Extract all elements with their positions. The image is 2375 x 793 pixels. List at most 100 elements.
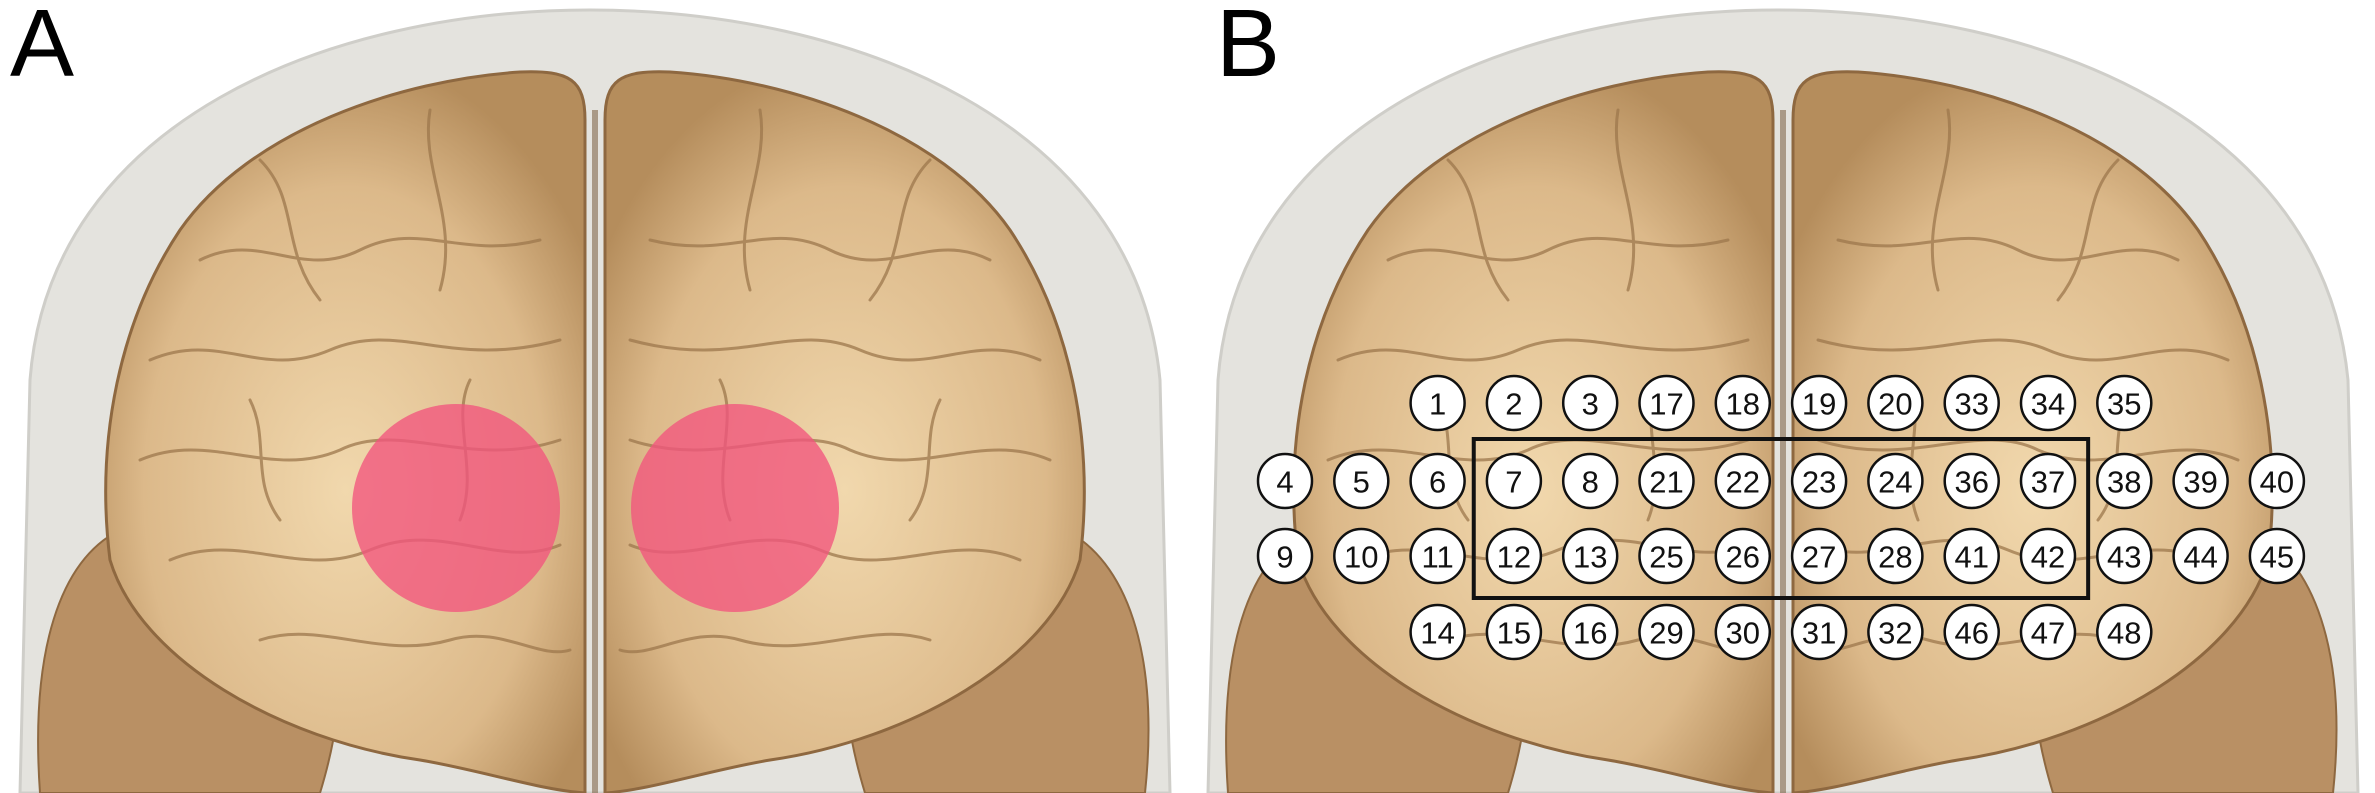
channel-marker: [1409, 527, 1466, 585]
brain-illustration-a: [18, 8, 1172, 793]
channel-marker: [2096, 603, 2153, 661]
channel-marker: [1256, 452, 1314, 510]
channel-26: 26: [1714, 527, 1772, 585]
channel-number: 11: [1422, 540, 1454, 575]
channel-number: 43: [2107, 540, 2141, 575]
channel-number: 13: [1573, 540, 1607, 575]
channel-marker: [1943, 527, 2000, 585]
channel-number: 19: [1802, 387, 1836, 422]
channel-marker: [1638, 374, 1695, 432]
channel-46: 46: [1943, 603, 2000, 661]
channel-number: 6: [1429, 465, 1446, 500]
channel-43: 43: [2096, 527, 2153, 585]
channel-number: 45: [2260, 540, 2294, 575]
channel-number: 21: [1649, 465, 1683, 500]
channel-marker: [1485, 603, 1543, 661]
channel-marker: [1714, 452, 1772, 510]
channel-marker: [1638, 527, 1695, 585]
channel-17: 17: [1638, 374, 1695, 432]
channel-marker: [1714, 603, 1772, 661]
channel-3: 3: [1561, 374, 1619, 432]
channel-marker: [1256, 527, 1314, 585]
channel-marker: [2096, 374, 2153, 432]
channel-number: 14: [1420, 616, 1454, 651]
channel-number: 23: [1802, 465, 1836, 500]
channel-number: 7: [1505, 465, 1522, 500]
channel-number: 33: [1954, 387, 1988, 422]
channel-marker: [1714, 374, 1772, 432]
channel-9: 9: [1256, 527, 1314, 585]
channel-1: 1: [1409, 374, 1466, 432]
channel-marker: [1561, 374, 1619, 432]
channel-number: 48: [2107, 616, 2141, 651]
channel-38: 38: [2096, 452, 2153, 510]
channel-marker: [1485, 527, 1543, 585]
channel-marker: [1409, 374, 1466, 432]
channel-35: 35: [2096, 374, 2153, 432]
channel-marker: [2019, 452, 2077, 510]
panel-label-a: A: [10, 0, 75, 97]
panel-label-b: B: [1216, 0, 1281, 97]
channel-marker: [2019, 603, 2077, 661]
channel-2: 2: [1485, 374, 1543, 432]
channel-marker: [2248, 452, 2306, 510]
channel-marker: [1561, 452, 1619, 510]
channel-marker: [2172, 452, 2229, 510]
channel-4: 4: [1256, 452, 1314, 510]
channel-marker: [1409, 603, 1466, 661]
channel-marker: [1485, 374, 1543, 432]
channel-41: 41: [1943, 527, 2000, 585]
channel-marker: [1561, 527, 1619, 585]
channel-number: 3: [1582, 387, 1599, 422]
channel-36: 36: [1943, 452, 2000, 510]
channel-marker: [1790, 374, 1848, 432]
channel-marker: [2096, 452, 2153, 510]
channel-44: 44: [2172, 527, 2229, 585]
channel-number: 8: [1582, 465, 1599, 500]
channel-number: 42: [2031, 540, 2065, 575]
channel-number: 2: [1505, 387, 1522, 422]
channel-28: 28: [1867, 527, 1924, 585]
channel-number: 39: [2183, 465, 2217, 500]
channel-marker: [1638, 452, 1695, 510]
channel-16: 16: [1561, 603, 1619, 661]
channel-number: 20: [1878, 387, 1912, 422]
channel-32: 32: [1867, 603, 1924, 661]
channel-marker: [2019, 374, 2077, 432]
channel-marker: [1943, 374, 2000, 432]
channel-18: 18: [1714, 374, 1772, 432]
channel-33: 33: [1943, 374, 2000, 432]
channel-8: 8: [1561, 452, 1619, 510]
channel-number: 18: [1726, 387, 1760, 422]
channel-marker: [1867, 452, 1924, 510]
channel-number: 9: [1276, 540, 1293, 575]
channel-number: 26: [1726, 540, 1760, 575]
channel-24: 24: [1867, 452, 1924, 510]
channel-11: 11: [1409, 527, 1466, 585]
channel-19: 19: [1790, 374, 1848, 432]
channel-marker: [2096, 527, 2153, 585]
channel-number: 27: [1802, 540, 1836, 575]
channel-number: 38: [2107, 465, 2141, 500]
channel-number: 28: [1878, 540, 1912, 575]
channel-marker: [1867, 374, 1924, 432]
channel-40: 40: [2248, 452, 2306, 510]
channel-marker: [1790, 452, 1848, 510]
channel-number: 16: [1573, 616, 1607, 651]
channel-25: 25: [1638, 527, 1695, 585]
channel-marker: [1867, 527, 1924, 585]
channel-number: 35: [2107, 387, 2141, 422]
channel-number: 10: [1344, 540, 1378, 575]
channel-30: 30: [1714, 603, 1772, 661]
channel-marker: [1638, 603, 1695, 661]
channel-marker: [1943, 452, 2000, 510]
channel-12: 12: [1485, 527, 1543, 585]
channel-number: 31: [1802, 616, 1836, 651]
highlighted-channel-region: [1471, 437, 2091, 600]
channel-27: 27: [1790, 527, 1848, 585]
channel-number: 46: [1954, 616, 1988, 651]
channel-number: 22: [1726, 465, 1760, 500]
channel-marker: [1333, 452, 1390, 510]
